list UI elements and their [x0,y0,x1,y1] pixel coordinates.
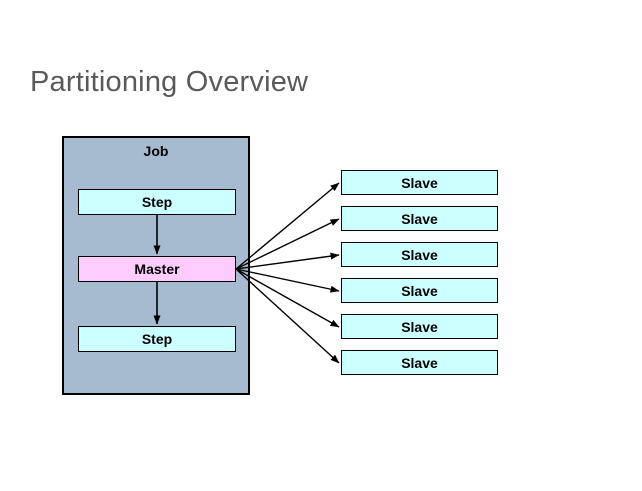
master-box[interactable]: Master [78,256,236,282]
slave-box-1-label: Slave [401,174,438,191]
slave-box-4[interactable]: Slave [341,278,498,303]
slave-box-2[interactable]: Slave [341,206,498,231]
slave-box-2-label: Slave [401,210,438,227]
page-title: Partitioning Overview [30,66,309,98]
step-box-top[interactable]: Step [78,189,236,215]
slave-box-1[interactable]: Slave [341,170,498,195]
arrow-master-to-slave-2 [235,218,340,270]
slave-box-3[interactable]: Slave [341,242,498,267]
slave-box-6[interactable]: Slave [341,350,498,375]
step-box-top-label: Step [141,194,173,210]
arrow-master-to-slave-1 [235,182,340,270]
slave-box-3-label: Slave [401,246,438,263]
step-box-bottom-label: Step [141,331,173,347]
slave-box-6-label: Slave [401,354,438,371]
job-label: Job [143,143,169,159]
arrow-master-to-slave-3 [235,252,340,270]
arrow-master-to-slave-6 [235,268,340,364]
step-box-bottom[interactable]: Step [78,326,236,352]
slave-box-4-label: Slave [401,282,438,299]
slave-box-5-label: Slave [401,318,438,335]
arrow-master-to-slave-5 [235,268,340,328]
arrow-master-to-slave-4 [235,268,340,293]
slave-box-5[interactable]: Slave [341,314,498,339]
master-box-label: Master [134,261,180,277]
